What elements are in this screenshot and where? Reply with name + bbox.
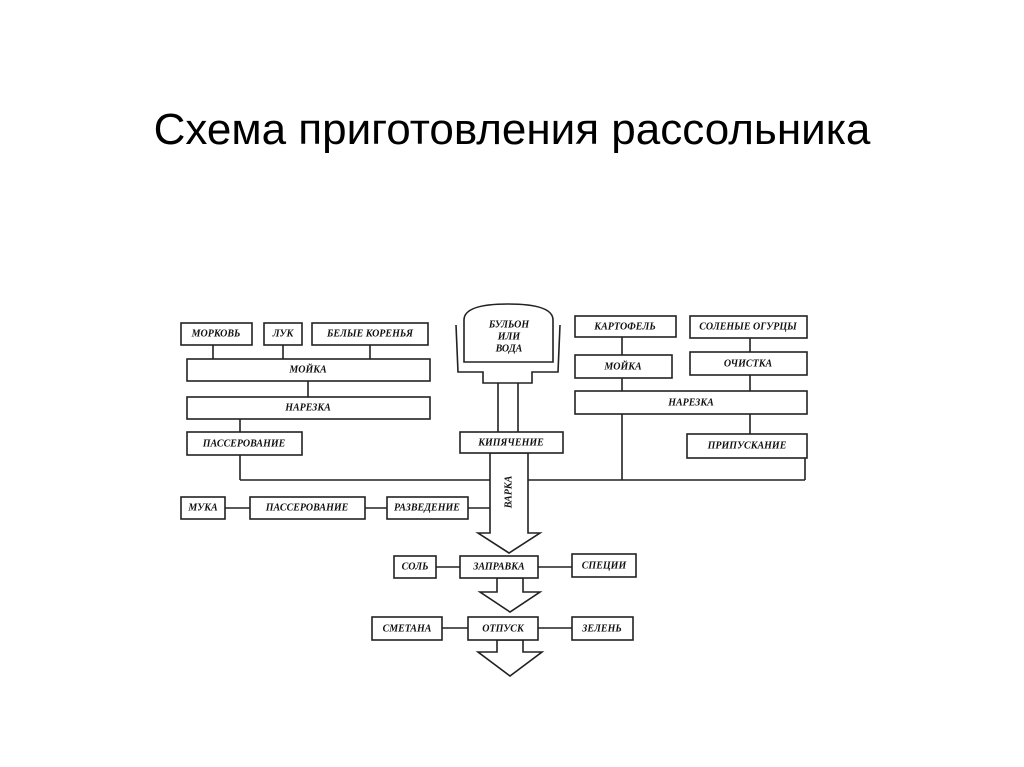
box-ochistka: ОЧИСТКА	[689, 351, 808, 376]
svg-text:МОЙКА: МОЙКА	[603, 360, 642, 372]
box-moika-right: МОЙКА	[574, 354, 673, 379]
box-morkov: МОРКОВЬ	[180, 322, 253, 346]
box-smetana: СМЕТАНА	[371, 616, 443, 641]
box-narezka-right: НАРЕЗКА	[574, 390, 808, 415]
box-passerovanie-muka: ПАССЕРОВАНИЕ	[249, 496, 366, 520]
svg-text:ПРИПУСКАНИЕ: ПРИПУСКАНИЕ	[707, 440, 787, 451]
varka-arrow: ВАРКА	[475, 452, 543, 554]
svg-text:БЕЛЫЕ КОРЕНЬЯ: БЕЛЫЕ КОРЕНЬЯ	[326, 328, 414, 339]
svg-text:СПЕЦИИ: СПЕЦИИ	[582, 560, 628, 571]
box-sol: СОЛЬ	[393, 555, 437, 579]
slide-title: Схема приготовления рассольника	[153, 105, 871, 154]
box-zapravka: ЗАПРАВКА	[459, 555, 539, 579]
svg-text:ПАССЕРОВАНИЕ: ПАССЕРОВАНИЕ	[202, 438, 286, 449]
box-moika-left: МОЙКА	[186, 358, 431, 382]
svg-text:СМЕТАНА: СМЕТАНА	[383, 623, 432, 634]
svg-text:СОЛЕНЫЕ ОГУРЦЫ: СОЛЕНЫЕ ОГУРЦЫ	[699, 321, 797, 332]
box-kartofel: КАРТОФЕЛЬ	[574, 315, 677, 338]
svg-text:КИПЯЧЕНИЕ: КИПЯЧЕНИЕ	[477, 437, 544, 448]
svg-text:МОРКОВЬ: МОРКОВЬ	[191, 328, 241, 339]
box-razvedenie: РАЗВЕДЕНИЕ	[386, 496, 469, 520]
varka-label: ВАРКА	[503, 475, 514, 509]
svg-text:МУКА: МУКА	[187, 502, 218, 513]
arrow-final	[475, 639, 545, 677]
svg-text:КАРТОФЕЛЬ: КАРТОФЕЛЬ	[593, 321, 655, 332]
box-narezka-left: НАРЕЗКА	[186, 396, 431, 420]
svg-text:СОЛЬ: СОЛЬ	[402, 561, 429, 572]
pot-label-2: ИЛИ	[497, 331, 522, 342]
svg-text:ЗАПРАВКА: ЗАПРАВКА	[472, 561, 525, 572]
svg-text:ЗЕЛЕНЬ: ЗЕЛЕНЬ	[581, 623, 621, 634]
box-passerovanie-left: ПАССЕРОВАНИЕ	[186, 431, 303, 456]
svg-text:НАРЕЗКА: НАРЕЗКА	[284, 402, 331, 413]
pot-label-1: БУЛЬОН	[488, 319, 530, 330]
box-muka: МУКА	[180, 496, 226, 520]
connector-lines	[212, 337, 806, 629]
pot-label-3: ВОДА	[495, 343, 523, 354]
svg-text:МОЙКА: МОЙКА	[288, 363, 327, 375]
svg-text:ПАССЕРОВАНИЕ: ПАССЕРОВАНИЕ	[265, 502, 349, 513]
box-zelen: ЗЕЛЕНЬ	[571, 616, 634, 641]
box-kipyachenie: КИПЯЧЕНИЕ	[459, 431, 564, 454]
box-solenye-ogurcy: СОЛЕНЫЕ ОГУРЦЫ	[689, 315, 808, 339]
broth-pot: БУЛЬОН ИЛИ ВОДА	[455, 303, 561, 432]
svg-text:ОЧИСТКА: ОЧИСТКА	[724, 358, 773, 369]
svg-text:ЛУК: ЛУК	[272, 328, 295, 339]
box-belye-korenya: БЕЛЫЕ КОРЕНЬЯ	[311, 322, 429, 346]
svg-text:ОТПУСК: ОТПУСК	[482, 623, 525, 634]
svg-text:НАРЕЗКА: НАРЕЗКА	[667, 397, 714, 408]
box-pripuskanie: ПРИПУСКАНИЕ	[686, 433, 808, 459]
box-otpusk: ОТПУСК	[467, 616, 539, 641]
box-luk: ЛУК	[263, 322, 303, 346]
svg-text:РАЗВЕДЕНИЕ: РАЗВЕДЕНИЕ	[394, 502, 460, 513]
box-specii: СПЕЦИИ	[571, 553, 637, 578]
arrow-to-otpusk	[477, 577, 543, 613]
